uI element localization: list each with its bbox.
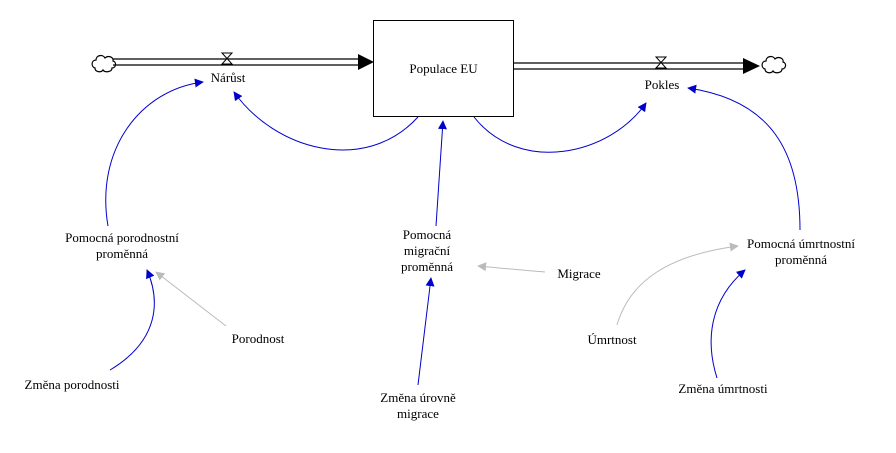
link-birth-aux-to-inflow: [105, 78, 204, 227]
aux-death-line2: proměnná: [775, 252, 827, 267]
link-death-rate-to-death-aux: [616, 242, 739, 326]
stock-label: Populace EU: [409, 60, 478, 76]
const-death-rate[interactable]: Úmrtnost: [587, 332, 637, 347]
outflow-valve-icon: [654, 56, 668, 69]
aux-death-line1: Pomocná úmrtnostní: [747, 236, 855, 251]
const-migration-change-line2: migrace: [397, 406, 439, 421]
inflow-valve-icon: [220, 52, 234, 65]
link-stock-to-outflow: [473, 102, 647, 153]
const-birth-rate-change[interactable]: Změna porodnosti: [24, 377, 120, 392]
stock-populace-eu[interactable]: Populace EU: [373, 20, 514, 117]
const-migration[interactable]: Migrace: [557, 266, 601, 281]
link-death-aux-to-outflow: [687, 84, 801, 231]
aux-birth-line2: proměnná: [96, 246, 148, 261]
const-migration-change[interactable]: Změna úrovně migrace: [380, 390, 455, 422]
aux-migration[interactable]: Pomocná migrační proměnná: [401, 227, 453, 275]
const-birth-rate[interactable]: Porodnost: [231, 331, 285, 346]
const-migration-change-line1: Změna úrovně: [380, 390, 456, 405]
outflow-label[interactable]: Pokles: [644, 77, 680, 92]
link-birth-rate-to-birth-aux: [155, 271, 227, 327]
link-migration-to-migration-aux: [477, 262, 546, 273]
aux-death[interactable]: Pomocná úmrtnostní proměnná: [747, 236, 855, 268]
outflow-pipe: [514, 58, 760, 74]
link-migration-change-to-migration-aux: [417, 277, 435, 386]
aux-migration-line1: Pomocná: [402, 227, 452, 242]
source-cloud-icon: [91, 54, 117, 73]
link-migration-aux-to-stock: [435, 120, 447, 227]
sink-cloud-icon: [761, 55, 787, 74]
aux-migration-line3: proměnná: [401, 259, 453, 274]
inflow-label[interactable]: Nárůst: [210, 70, 246, 85]
aux-birth-line1: Pomocná porodnostní: [65, 230, 179, 245]
link-death-change-to-death-aux: [710, 269, 746, 379]
aux-migration-line2: migrační: [403, 243, 451, 258]
const-death-rate-change[interactable]: Změna úmrtnosti: [678, 381, 768, 396]
inflow-pipe: [113, 54, 374, 70]
aux-birth[interactable]: Pomocná porodnostní proměnná: [65, 230, 179, 262]
link-birth-change-to-birth-aux: [109, 269, 155, 371]
link-stock-to-inflow: [233, 91, 419, 151]
